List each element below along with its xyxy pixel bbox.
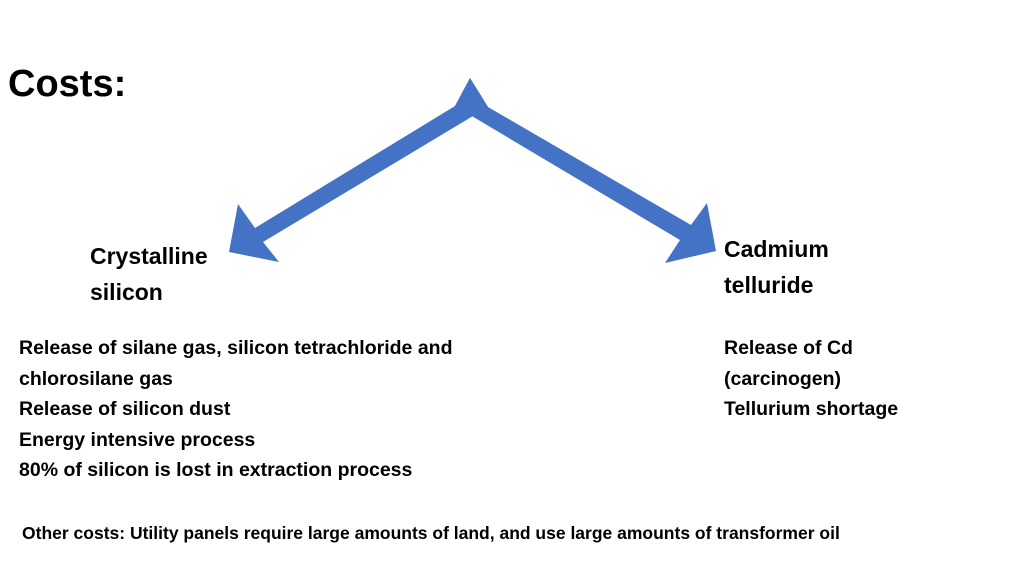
label-line: telluride (724, 272, 814, 298)
list-item: 80% of silicon is lost in extraction pro… (19, 459, 413, 481)
label-line: Crystalline (90, 243, 208, 269)
slide-title: Costs: (8, 63, 127, 105)
right-arrow (455, 78, 716, 263)
list-item: (carcinogen) (724, 367, 842, 390)
list-item: Tellurium shortage (724, 398, 899, 420)
list-item: Release of silicon dust (19, 398, 231, 420)
label-line: Cadmium (724, 236, 829, 262)
crystalline-silicon-label: Crystalline silicon (90, 238, 208, 310)
left-arrow (229, 78, 488, 262)
list-item: Energy intensive process (19, 428, 256, 451)
silicon-costs-list: Release of silane gas, silicon tetrachlo… (19, 333, 453, 486)
list-item: chlorosilane gas (19, 367, 173, 390)
list-item: Release of silane gas, silicon tetrachlo… (19, 337, 453, 359)
list-item: Release of Cd (724, 337, 853, 359)
cadmium-telluride-label: Cadmium telluride (724, 231, 829, 303)
label-line: silicon (90, 279, 163, 305)
other-costs-note: Other costs: Utility panels require larg… (22, 523, 840, 543)
cadmium-costs-list: Release of Cd (carcinogen) Tellurium sho… (724, 333, 898, 425)
